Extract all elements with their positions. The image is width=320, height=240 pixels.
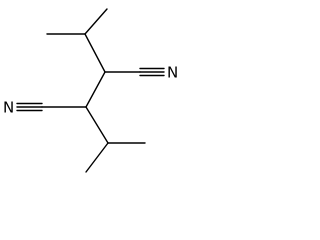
- nitrogen-label-left: N: [3, 99, 14, 117]
- upper-isopropyl-group: [46, 8, 108, 73]
- upper-nitrile-group: N: [104, 64, 178, 82]
- bond-lower-ch-to-backbone: [85, 106, 109, 144]
- lower-nitrile-group: N: [3, 99, 87, 117]
- bond-lower-methyl-bottom: [85, 142, 109, 173]
- bond-upper-ch-to-backbone: [84, 33, 106, 73]
- bond-central-backbone: [85, 71, 106, 108]
- structure-canvas: N N: [0, 0, 195, 179]
- bond-upper-methyl-top: [84, 8, 108, 35]
- molecule-structure: N N: [3, 8, 178, 173]
- nitrogen-label-upper: N: [167, 64, 178, 82]
- lower-isopropyl-group: [85, 106, 146, 173]
